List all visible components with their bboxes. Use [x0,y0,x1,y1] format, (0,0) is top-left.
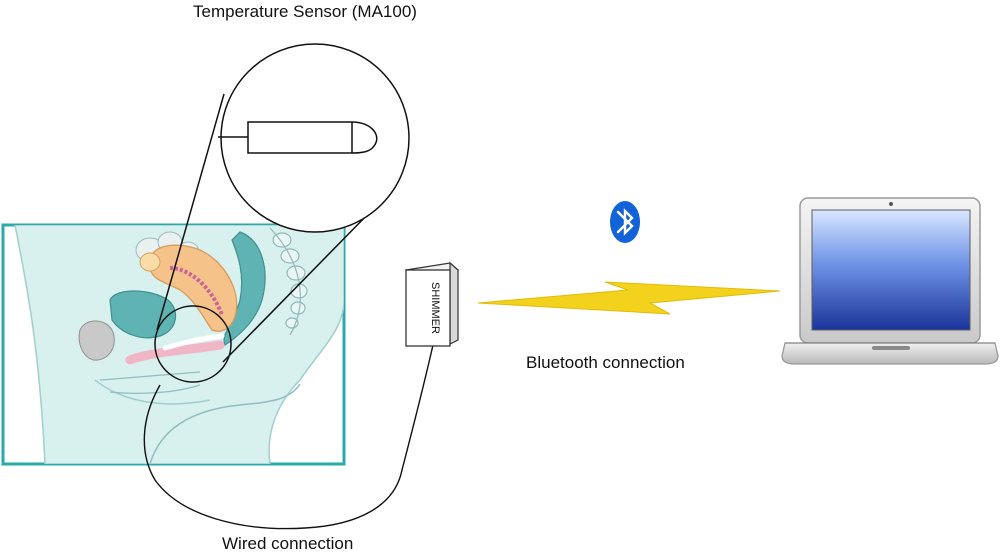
wired-connection-label: Wired connection [222,534,354,553]
bluetooth-connection-label: Bluetooth connection [526,353,685,372]
magnifier [154,43,410,383]
vaginal-canal [125,340,225,365]
temperature-sensor-icon [218,121,378,154]
bluetooth-icon [610,201,640,243]
wired-cable [143,344,434,530]
shimmer-device: SHIMMER [404,261,460,347]
temperature-sensor-label: Temperature Sensor (MA100) [193,2,417,21]
anatomy-illustration [1,223,346,466]
lightning-bolt [477,281,781,315]
laptop-icon [781,197,999,365]
pubic-bone [78,320,115,361]
device-label: SHIMMER [429,282,441,334]
zoom-area-circle [154,305,232,383]
